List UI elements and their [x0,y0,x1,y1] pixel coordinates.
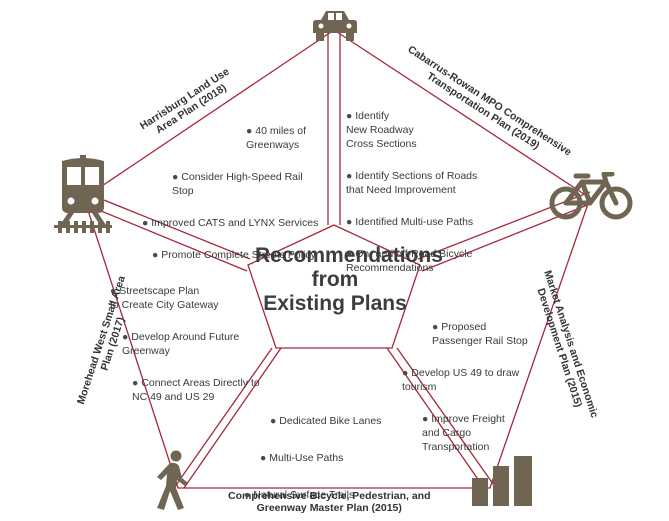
inner-pentagon [247,224,421,349]
list-item: ● 40 miles of Greenways [246,125,307,151]
list-item: ● Promote Complete Streets Policy [152,249,316,261]
segment-bottom: ● Dedicated Bike Lanes ● Multi-Use Paths… [244,386,381,521]
segment-top-left: ● 40 miles of Greenways ● Consider High-… [142,96,318,294]
list-item: ● Consider High-Speed Rail Stop [172,171,303,197]
list-item: ● Identified Multi-use Paths [346,216,474,228]
bicycle-icon [549,172,633,220]
list-item: ● Identify New Roadway Cross Sections [346,110,417,150]
segment-left: ● Streetscape Plan to Create City Gatewa… [110,256,260,436]
list-item: ● Identify Sections of Roads that Need I… [346,170,478,196]
list-item: ● Develop Around Future Greenway [122,331,240,357]
list-item: ● Improve Freight and Cargo Transportati… [422,413,505,453]
train-icon [54,155,112,233]
segment-top-right: ● Identify New Roadway Cross Sections ● … [346,81,477,307]
bar-chart-icon [472,456,532,506]
segment-right: ● Proposed Passenger Rail Stop ● Develop… [398,292,528,486]
list-item: ● Streetscape Plan to Create City Gatewa… [110,285,219,311]
car-icon [313,11,357,41]
list-item: ● Multi-Use Paths [260,452,344,464]
list-item: ● On- and off-Road Bicycle Recommendatio… [346,248,473,274]
list-item: ● Connect Areas Directly to NC 49 and US… [132,377,260,403]
outer-pentagon [83,29,591,489]
list-item: ● Develop US 49 to draw tourism [402,367,520,393]
center-title: Recommendations from Existing Plans [255,244,443,315]
list-item: ● Improved CATS and LYNX Services [142,217,319,229]
list-item: ● Natural Surface Trails [244,489,355,501]
pedestrian-icon [157,450,188,510]
list-item: ● Proposed Passenger Rail Stop [432,321,528,347]
list-item: ● Dedicated Bike Lanes [270,415,382,427]
